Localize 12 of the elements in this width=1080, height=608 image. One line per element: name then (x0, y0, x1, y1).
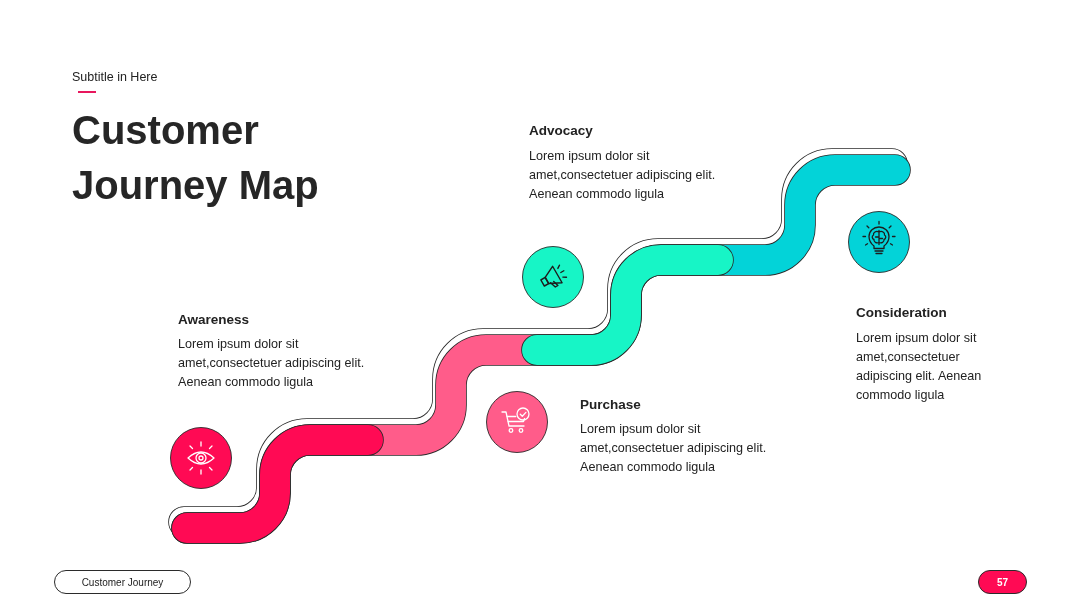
stage-description: Lorem ipsum dolor sit amet,consectetuer adipiscing elit. Aenean commodo ligula (529, 147, 717, 203)
stage-heading: Awareness (178, 311, 250, 329)
stage-heading: Purchase (580, 396, 641, 414)
stage-description: Lorem ipsum dolor sit amet,consectetuer adipiscing elit. Aenean commodo ligula (178, 335, 366, 391)
page-number-tag: 57 (978, 570, 1027, 594)
stage-description: Lorem ipsum dolor sit amet,consectetuer adipiscing elit. Aenean commodo ligula (856, 329, 983, 404)
subtitle: Subtitle in Here (72, 69, 158, 86)
stage-heading: Advocacy (529, 122, 593, 140)
stage-heading: Consideration (856, 304, 947, 322)
slide-title: Customer Journey Map (72, 107, 320, 209)
stage-description: Lorem ipsum dolor sit amet,consectetuer adipiscing elit. Aenean commodo ligula (580, 420, 768, 476)
footer-tag: Customer Journey (54, 570, 191, 594)
